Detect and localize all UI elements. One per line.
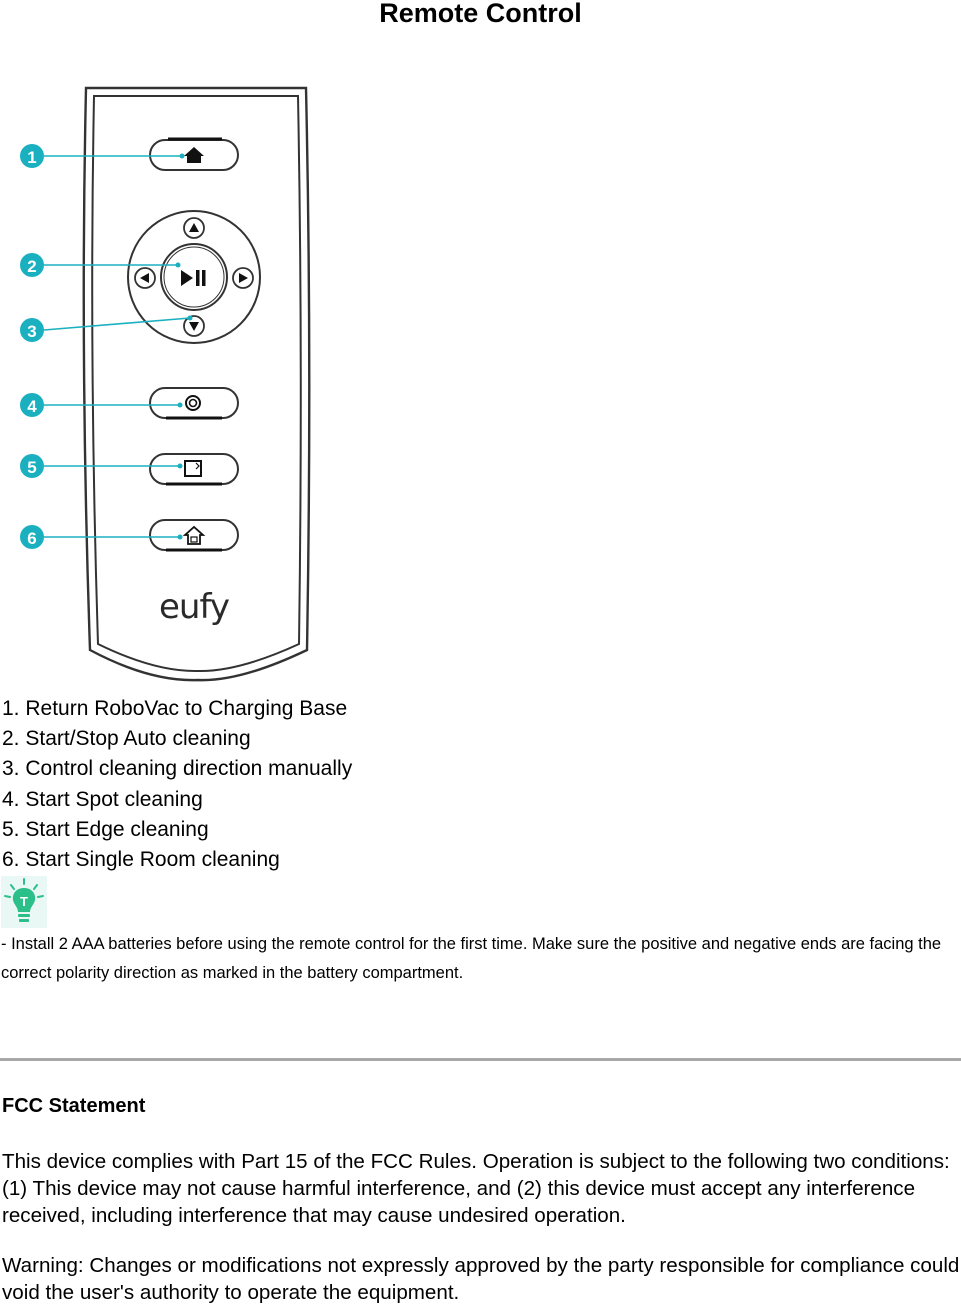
spot-button bbox=[149, 387, 239, 420]
button-legend: 1. Return RoboVac to Charging Base 2. St… bbox=[2, 694, 352, 875]
callouts bbox=[43, 155, 191, 538]
legend-item: 5. Start Edge cleaning bbox=[2, 817, 209, 841]
legend-item: 4. Start Spot cleaning bbox=[2, 787, 203, 811]
edge-button bbox=[149, 453, 239, 486]
tip-icon-letter: T bbox=[20, 894, 28, 909]
brand-logo: eufy bbox=[159, 587, 230, 627]
fcc-heading: FCC Statement bbox=[2, 1095, 146, 1117]
play-pause-icon bbox=[181, 270, 206, 286]
callout-marker-5: 5 bbox=[20, 454, 44, 478]
left-arrow-icon bbox=[134, 267, 156, 289]
callout-number: 1 bbox=[27, 148, 36, 167]
battery-tip-text: - Install 2 AAA batteries before using t… bbox=[1, 935, 942, 982]
single-room-icon bbox=[182, 525, 206, 545]
home-button bbox=[149, 137, 239, 171]
home-icon bbox=[184, 147, 204, 163]
fcc-warning-paragraph: Warning: Changes or modifications not ex… bbox=[2, 1254, 960, 1304]
callout-number: 3 bbox=[27, 322, 36, 341]
right-arrow-icon bbox=[232, 267, 254, 289]
callout-number: 5 bbox=[27, 458, 36, 477]
callout-marker-4: 4 bbox=[20, 393, 44, 417]
down-arrow-icon bbox=[183, 315, 205, 337]
callout-marker-3: 3 bbox=[20, 318, 44, 342]
page-title: Remote Control bbox=[379, 0, 582, 28]
callout-number: 2 bbox=[27, 257, 36, 276]
direction-pad bbox=[127, 210, 261, 344]
callout-number: 4 bbox=[27, 397, 37, 416]
remote-control-diagram: eufy 1 2 3 4 5 6 bbox=[20, 86, 311, 682]
fcc-compliance-paragraph: This device complies with Part 15 of the… bbox=[2, 1150, 950, 1227]
edge-square-icon bbox=[184, 460, 202, 477]
callout-marker-2: 2 bbox=[20, 253, 44, 277]
legend-item: 2. Start/Stop Auto cleaning bbox=[2, 727, 251, 751]
lightbulb-tip-icon: T bbox=[1, 876, 47, 928]
single-room-button bbox=[149, 519, 239, 552]
legend-item: 6. Start Single Room cleaning bbox=[2, 848, 280, 872]
callout-marker-6: 6 bbox=[20, 525, 44, 549]
section-divider bbox=[0, 1058, 961, 1061]
legend-item: 1. Return RoboVac to Charging Base bbox=[2, 697, 348, 720]
up-arrow-icon bbox=[183, 217, 205, 239]
callout-marker-1: 1 bbox=[20, 144, 44, 168]
callout-number: 6 bbox=[27, 529, 36, 548]
spot-spiral-icon bbox=[185, 395, 201, 411]
remote-body bbox=[82, 86, 311, 682]
legend-item: 3. Control cleaning direction manually bbox=[2, 757, 353, 781]
